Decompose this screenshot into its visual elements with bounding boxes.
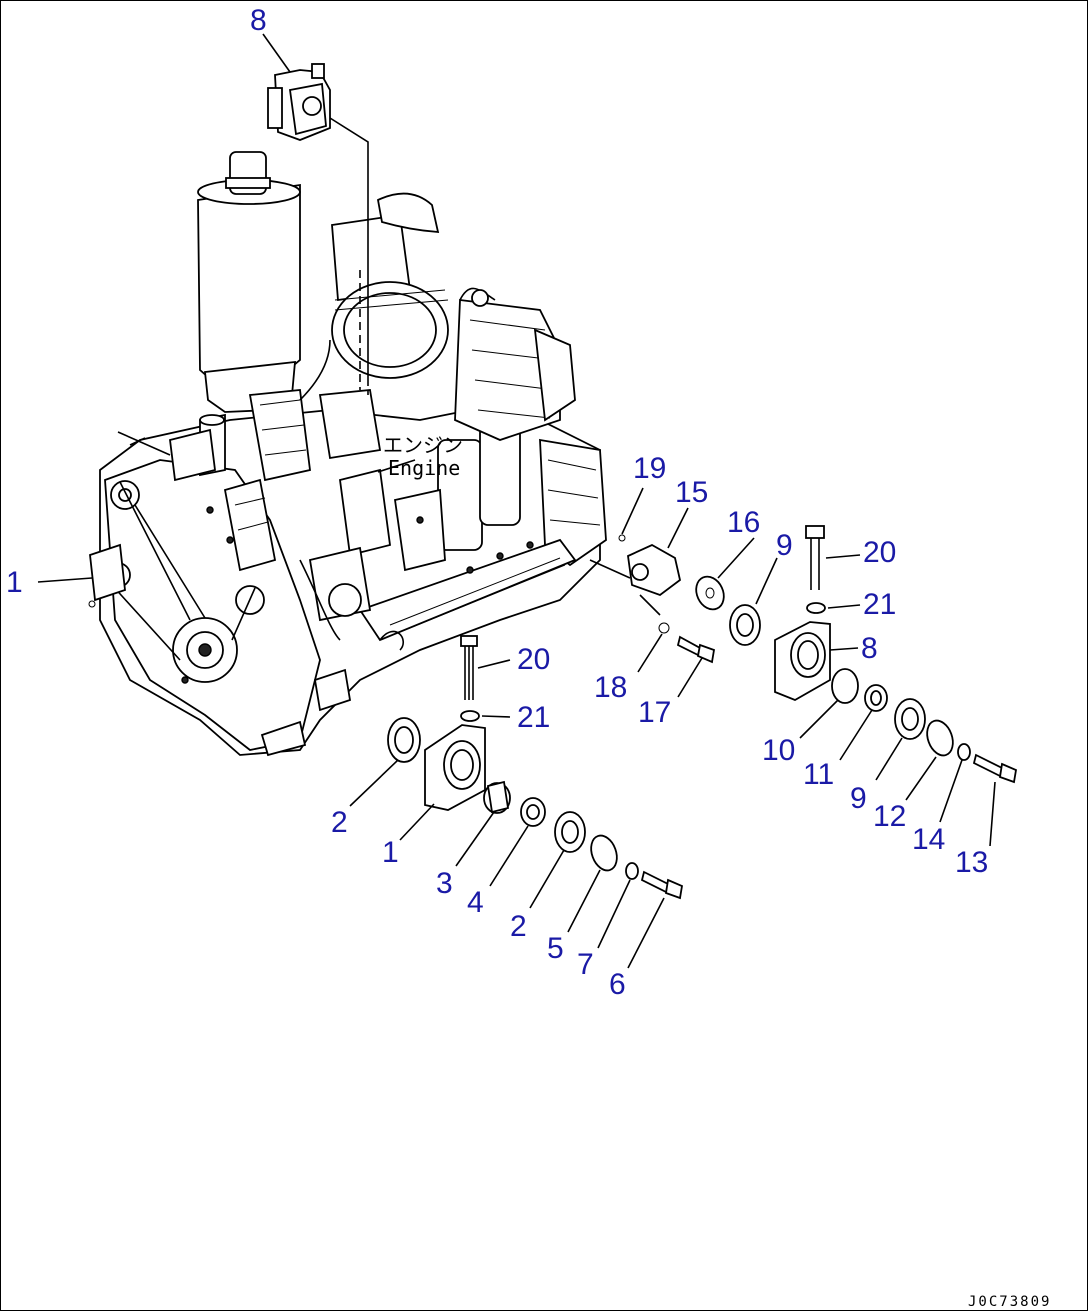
left-mount-parts bbox=[387, 635, 684, 900]
callout-10[interactable]: 10 bbox=[762, 734, 795, 767]
callout-3[interactable]: 3 bbox=[436, 867, 453, 900]
callout-1-left[interactable]: 1 bbox=[6, 566, 23, 599]
callout-7[interactable]: 7 bbox=[577, 948, 594, 981]
callout-15[interactable]: 15 bbox=[675, 476, 708, 509]
callout-21-right[interactable]: 21 bbox=[863, 588, 896, 621]
callout-19[interactable]: 19 bbox=[633, 452, 666, 485]
callout-5[interactable]: 5 bbox=[547, 932, 564, 965]
callout-20-mid[interactable]: 20 bbox=[517, 643, 550, 676]
callout-8-top[interactable]: 8 bbox=[250, 4, 267, 37]
callout-20-right[interactable]: 20 bbox=[863, 536, 896, 569]
callout-9-upper[interactable]: 9 bbox=[776, 529, 793, 562]
callout-12[interactable]: 12 bbox=[873, 800, 906, 833]
callout-2-upper[interactable]: 2 bbox=[331, 806, 348, 839]
callout-13[interactable]: 13 bbox=[955, 846, 988, 879]
callout-1-mid[interactable]: 1 bbox=[382, 836, 399, 869]
right-mount-parts bbox=[589, 525, 1018, 784]
callout-8-right[interactable]: 8 bbox=[861, 632, 878, 665]
part-callouts: 8 1 19 15 16 9 20 21 8 18 17 20 21 10 11… bbox=[6, 4, 988, 1001]
callout-18[interactable]: 18 bbox=[594, 671, 627, 704]
callout-2-lower[interactable]: 2 bbox=[510, 910, 527, 943]
callout-6[interactable]: 6 bbox=[609, 968, 626, 1001]
engine-assembly bbox=[88, 151, 607, 757]
callout-14[interactable]: 14 bbox=[912, 823, 945, 856]
callout-17[interactable]: 17 bbox=[638, 696, 671, 729]
callout-4[interactable]: 4 bbox=[467, 886, 484, 919]
callout-21-mid[interactable]: 21 bbox=[517, 701, 550, 734]
leader-lines bbox=[37, 33, 996, 969]
part-8-top-bracket bbox=[267, 63, 369, 395]
engine-label-english: Engine bbox=[388, 456, 460, 480]
engine-label-japanese: エンジン bbox=[383, 433, 463, 457]
callout-11[interactable]: 11 bbox=[803, 758, 834, 791]
drawing-number: J0C73809 bbox=[968, 1294, 1051, 1310]
callout-9-lower[interactable]: 9 bbox=[850, 782, 867, 815]
callout-16[interactable]: 16 bbox=[727, 506, 760, 539]
